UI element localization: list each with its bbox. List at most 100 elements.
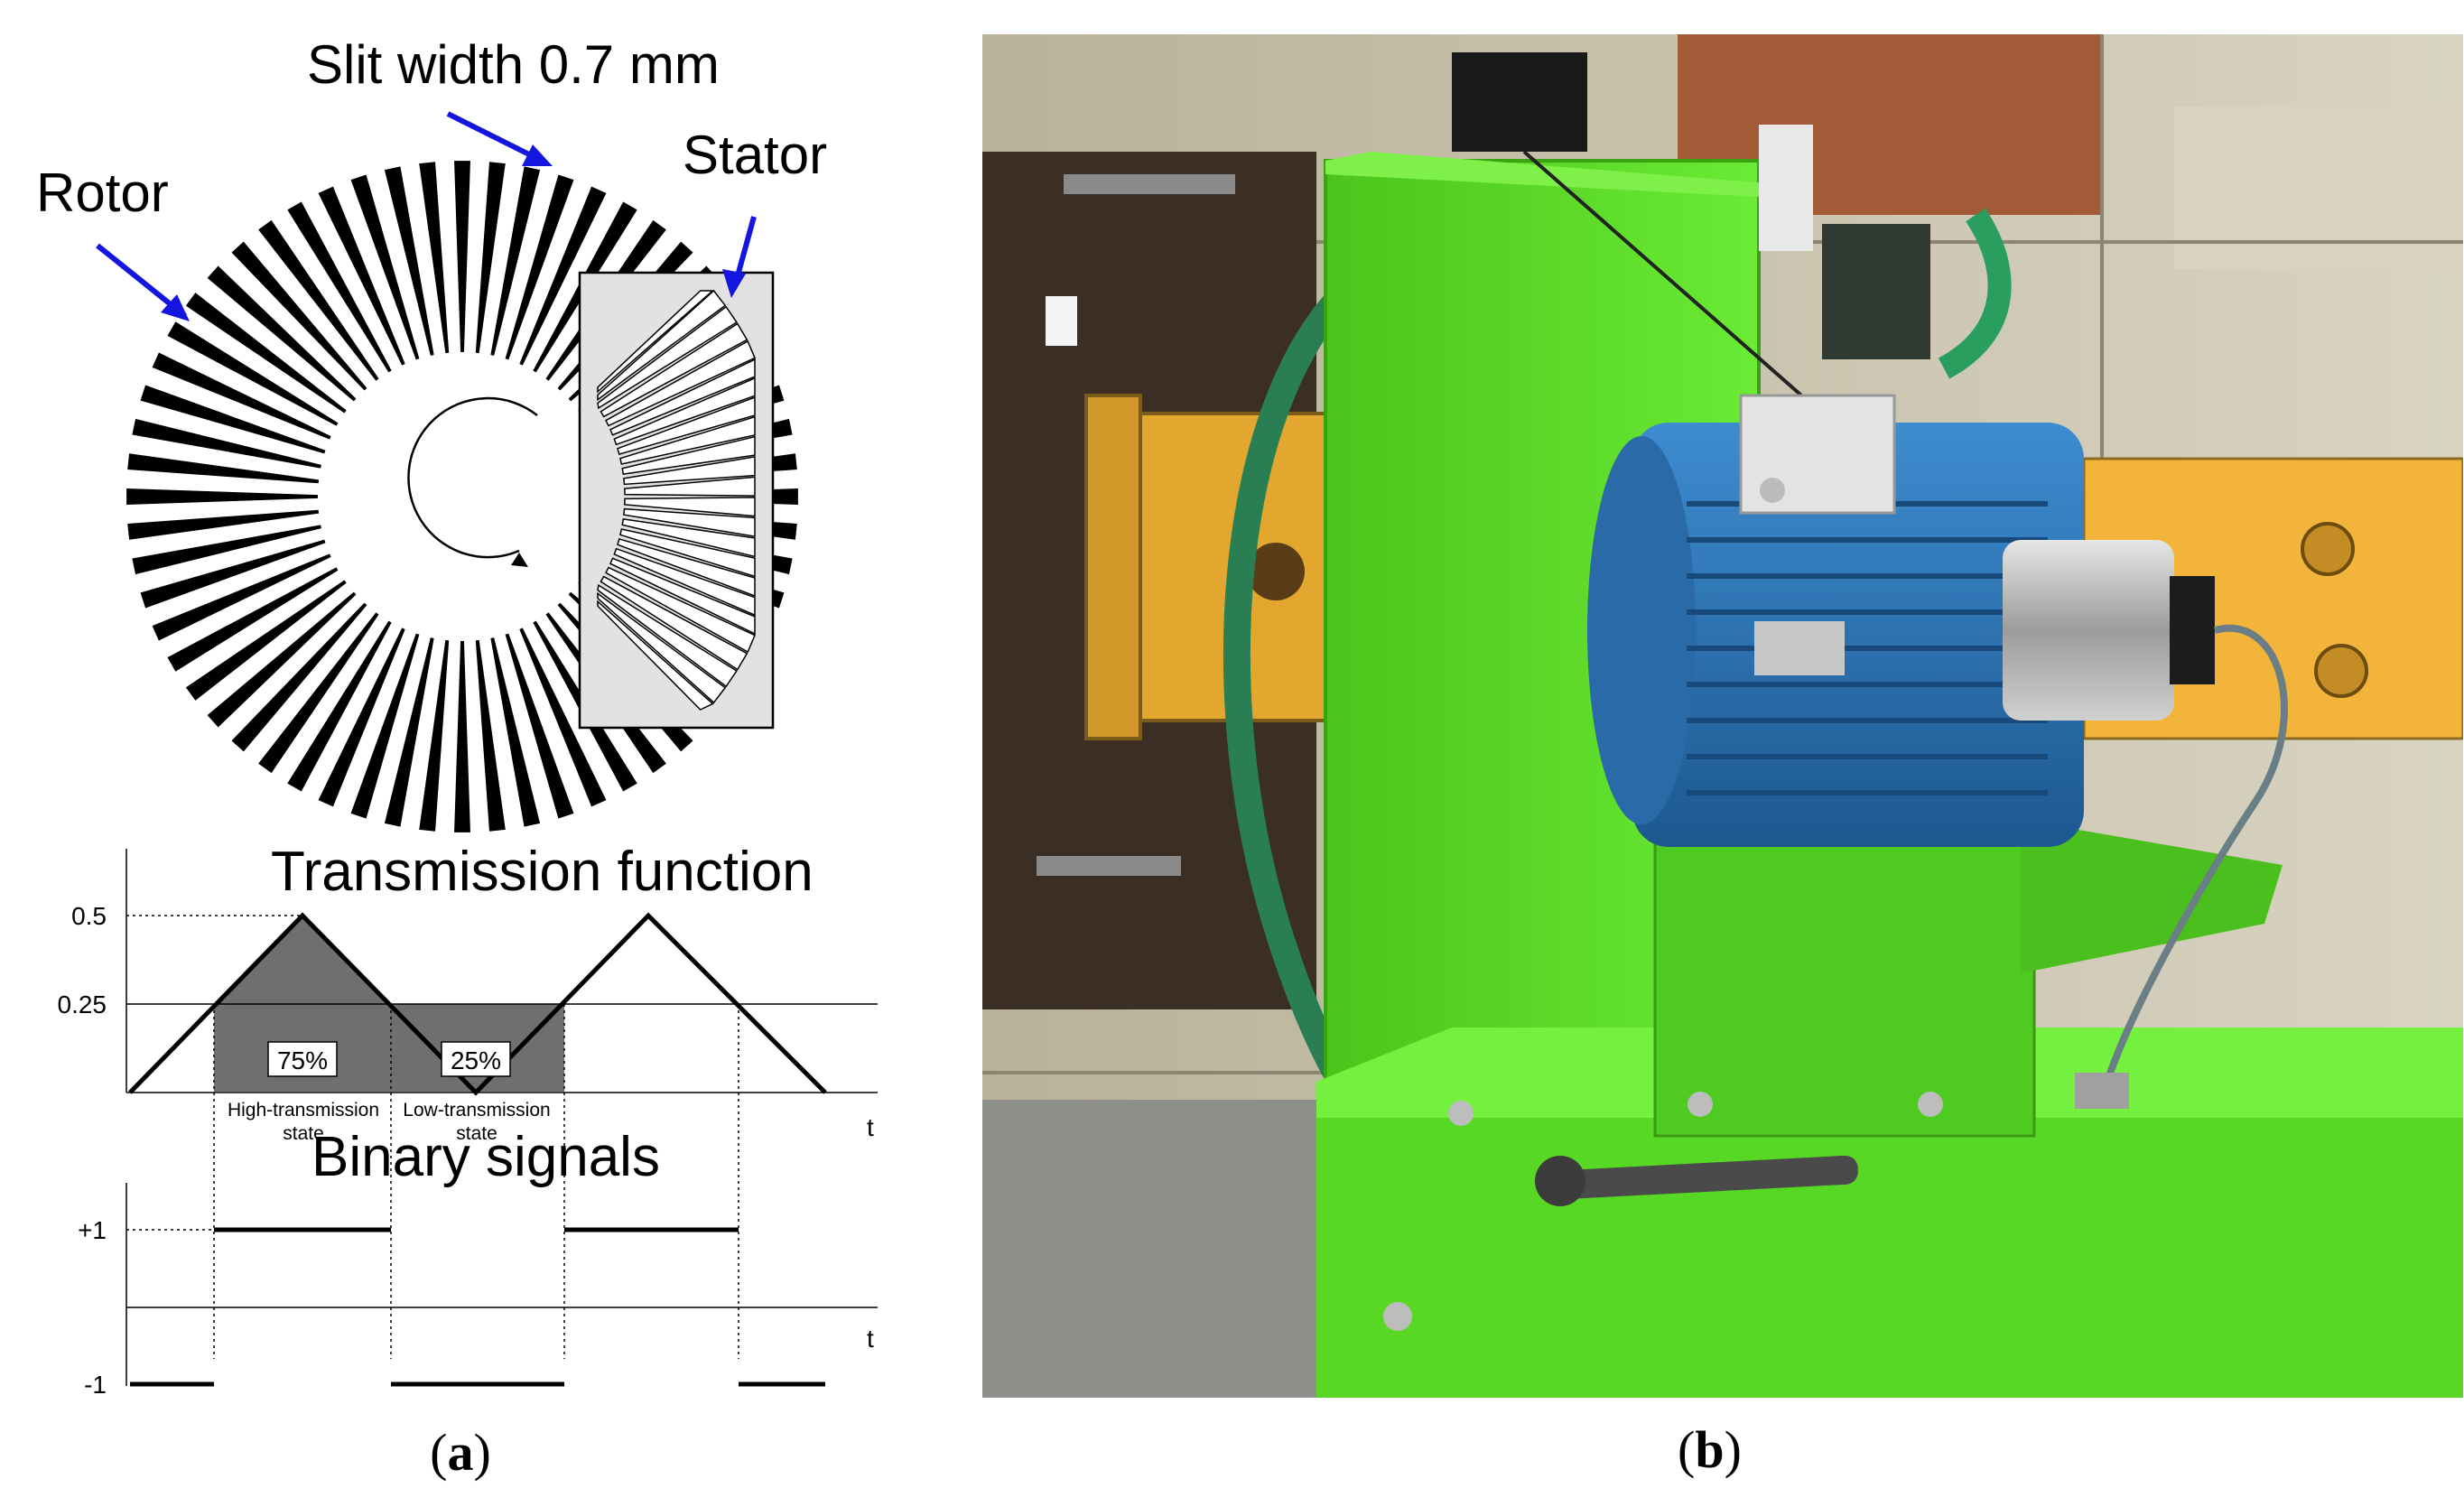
rotor-slit xyxy=(132,418,321,469)
caption-a: (a) xyxy=(430,1423,491,1482)
wrench-end xyxy=(1535,1156,1585,1206)
stator-slit xyxy=(623,456,756,486)
t-axis-label-2: t xyxy=(867,1325,874,1353)
pct-25: 25% xyxy=(451,1046,501,1074)
brick-block-lower xyxy=(2174,107,2463,269)
caption-b: (b) xyxy=(1678,1420,1742,1479)
rotor-label: Rotor xyxy=(36,163,169,223)
rotor-slit xyxy=(490,637,541,827)
stator-slit xyxy=(597,289,727,402)
rotor-slit xyxy=(127,453,320,484)
rotor-slit xyxy=(419,162,450,354)
rotor-slit xyxy=(231,241,367,391)
stator-slit xyxy=(621,435,756,475)
rotor-slit xyxy=(207,591,357,728)
duct-bolt-2 xyxy=(2314,644,2368,698)
rotor-slit xyxy=(152,553,331,641)
rotor-slit xyxy=(231,602,367,752)
stator-arrowhead xyxy=(722,269,746,298)
rotor-slit xyxy=(127,509,320,540)
stator-slit xyxy=(619,415,756,465)
rotor-slit xyxy=(185,293,347,414)
rotor-slit xyxy=(384,166,434,356)
stator-slit xyxy=(600,575,748,671)
stator-label: Stator xyxy=(683,125,827,185)
base-bolt-4 xyxy=(1383,1302,1412,1331)
transmission-chart: 75% 25% 0.5 0.25 t High-transmission sta… xyxy=(58,841,878,1359)
high-state-label: High-transmission xyxy=(228,1100,379,1121)
green-upright-top xyxy=(1325,152,1768,197)
panel-b-photo xyxy=(982,34,2463,1398)
motor-end-cap xyxy=(1587,436,1696,824)
stator-slit xyxy=(597,305,738,410)
pct-75-box xyxy=(267,1041,338,1077)
rotation-arrowhead xyxy=(511,553,528,567)
green-motor-pedestal xyxy=(1653,836,2036,1138)
ytick-025: 0.25 xyxy=(58,990,107,1018)
stator-slit xyxy=(617,395,756,456)
rotor-slit xyxy=(287,620,392,792)
transmission-line xyxy=(128,912,827,1096)
board-note xyxy=(1046,296,1077,346)
board-strip-2 xyxy=(1037,856,1181,876)
stator-slit xyxy=(621,518,756,558)
board-strip xyxy=(1064,174,1235,194)
slit-arrowhead xyxy=(522,144,553,166)
stator-slit xyxy=(605,566,756,654)
rotor-slit xyxy=(519,628,607,807)
stator-slit xyxy=(597,600,714,711)
rotor-slit xyxy=(258,612,379,774)
rotor-slit xyxy=(167,321,339,426)
stator-slit xyxy=(623,507,756,537)
top-sensor xyxy=(1759,125,1813,251)
terminal-gland xyxy=(1760,478,1785,503)
transmission-title: Transmission function xyxy=(271,841,814,903)
rotation-arrow xyxy=(407,396,538,559)
low-transmission-area xyxy=(391,1004,564,1092)
pct-75: 75% xyxy=(277,1046,328,1074)
rotor-slit xyxy=(350,174,420,360)
binary-chart: Binary signals +1 -1 t xyxy=(78,1126,878,1399)
low-state-label: Low-transmission xyxy=(403,1100,550,1121)
yellow-duct-flange xyxy=(1084,394,1142,740)
sensor-cable xyxy=(1522,150,1824,415)
ytick-05: 0.5 xyxy=(71,902,107,930)
ytick-minus1: -1 xyxy=(84,1371,107,1399)
rotor-slit xyxy=(505,174,574,360)
rotor-slit xyxy=(350,633,420,819)
slit-width-label: Slit width 0.7 mm xyxy=(307,34,720,95)
rotor-slit xyxy=(207,265,357,402)
rotor-slit xyxy=(140,385,326,454)
base-bolt-1 xyxy=(1448,1101,1474,1126)
stator-slit xyxy=(619,528,756,578)
stator-slit xyxy=(600,322,748,418)
ytick-plus1: +1 xyxy=(78,1216,107,1244)
rotor-slit xyxy=(454,161,470,353)
rotor-slit xyxy=(318,186,405,366)
rotor-slit xyxy=(185,580,347,701)
stator-slit xyxy=(617,537,756,598)
stator-slits xyxy=(597,289,756,711)
stator-slit xyxy=(605,339,756,427)
rotor-slit xyxy=(419,639,450,832)
base-bolt-3 xyxy=(1918,1092,1943,1117)
wrench xyxy=(1560,1155,1858,1199)
encoder-cable xyxy=(2098,624,2288,1101)
stator-slit xyxy=(624,497,756,517)
stator-slit xyxy=(597,591,727,704)
steel-housing xyxy=(2003,540,2174,721)
rotor-slit xyxy=(152,352,331,440)
stator-slit xyxy=(624,476,756,497)
motor-nameplate xyxy=(1754,621,1845,675)
blue-motor-body xyxy=(1632,423,2084,847)
high-state-word: state xyxy=(283,1123,324,1144)
rotor-slit xyxy=(132,525,321,575)
stator-slit xyxy=(597,290,715,394)
rotor-arrowhead xyxy=(161,294,190,321)
stator-slit xyxy=(597,583,738,688)
rotor-slit xyxy=(490,166,541,356)
rotor-slit xyxy=(384,637,434,827)
base-bolt-2 xyxy=(1688,1092,1713,1117)
top-clamp xyxy=(1452,52,1587,152)
duct-port xyxy=(1247,543,1305,600)
